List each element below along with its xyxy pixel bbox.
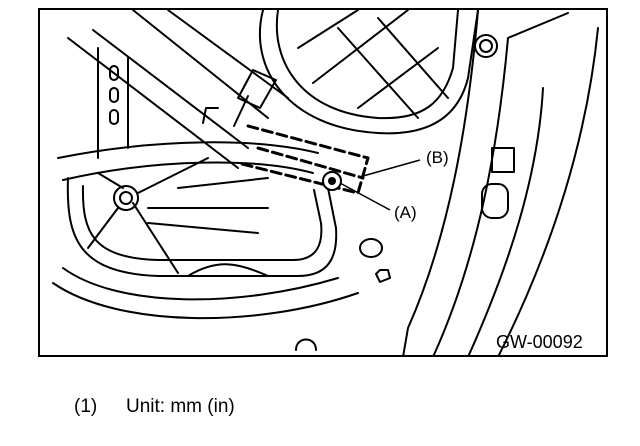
bolt-a-icon: [322, 171, 342, 191]
footnote-number: (1): [74, 396, 98, 417]
footnote-text: Unit: mm (in): [126, 396, 235, 417]
door-panel-diagram: (A) (B) GW-00092: [38, 8, 608, 357]
footnote: (1) Unit: mm (in): [74, 396, 235, 418]
figure-code: GW-00092: [496, 332, 583, 352]
leader-lines: [339, 159, 421, 211]
callout-b-label: (B): [426, 148, 449, 167]
diagram-border: [38, 8, 608, 357]
callout-a-label: (A): [394, 203, 417, 222]
